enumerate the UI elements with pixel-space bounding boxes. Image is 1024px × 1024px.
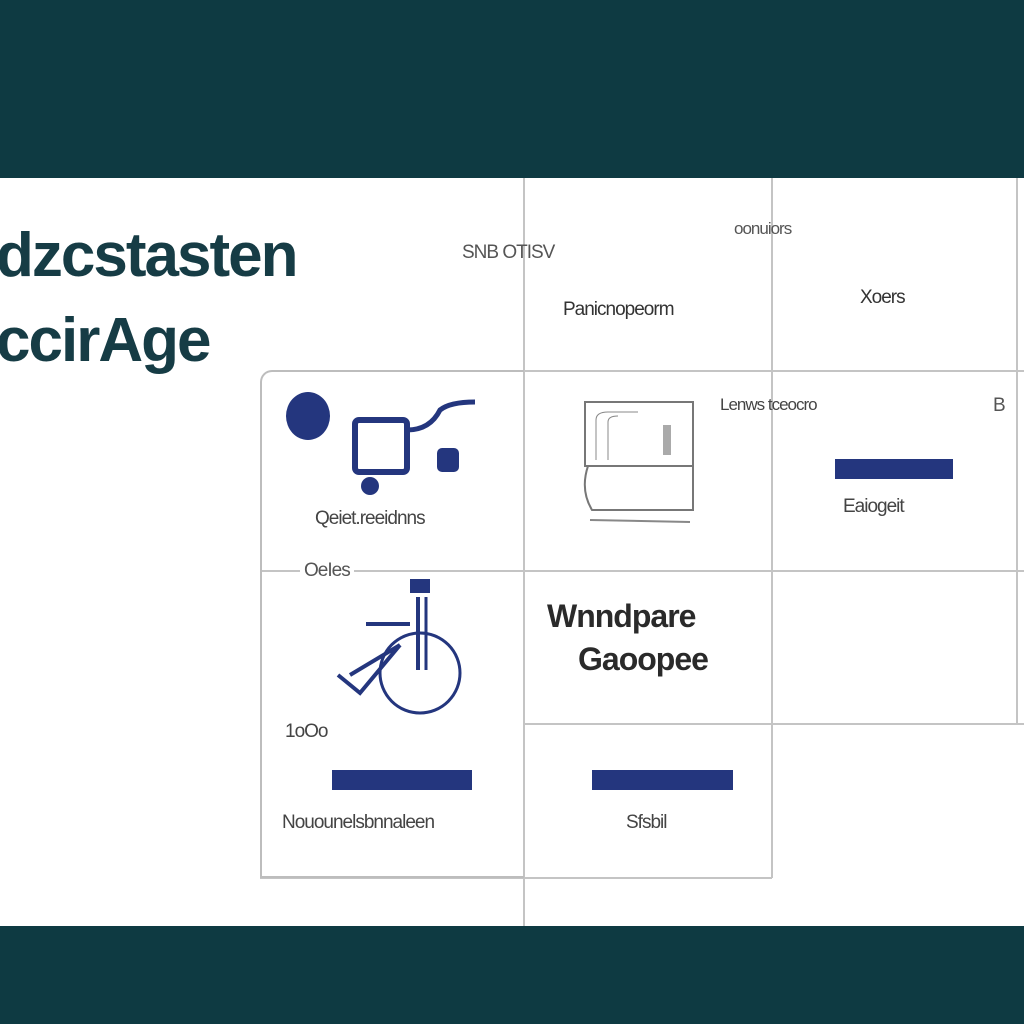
column-header: Xoers <box>860 287 906 308</box>
cell-label: Sfsbil <box>626 812 667 833</box>
cell-label: Qeiet.reeidnns <box>315 508 426 529</box>
grid-divider <box>260 877 772 879</box>
grid-divider <box>771 178 773 878</box>
grid-divider <box>260 570 1024 572</box>
grid-divider <box>524 723 1024 725</box>
cell-heading: Gaoopee <box>578 641 709 677</box>
devices-icon <box>286 392 476 495</box>
progress-bar <box>592 770 733 790</box>
grid-divider <box>523 178 525 926</box>
grid-divider <box>1016 178 1018 723</box>
column-header: SNB OTISV <box>462 242 555 263</box>
wheel-icon <box>336 579 462 715</box>
progress-bar <box>332 770 472 790</box>
appliance-icon <box>583 401 694 523</box>
cell-value: 1oOo <box>285 721 328 742</box>
cell-label: B <box>993 395 1006 416</box>
grid-divider <box>524 370 1024 372</box>
cell-label: Eaiogeit <box>843 496 905 517</box>
cell-heading: Wnndpare <box>547 598 696 634</box>
column-header: oonuiors <box>734 219 792 238</box>
cell-label: OeIes <box>300 560 354 582</box>
bottom-banner <box>0 926 1024 1024</box>
cell-label: Nouounelsbnnaleen <box>282 812 435 833</box>
column-header: Panicnopeorm <box>563 299 675 320</box>
progress-bar <box>835 459 953 479</box>
card-panel <box>260 370 524 878</box>
page-title-line1: dzcstasten <box>0 221 298 290</box>
top-banner <box>0 0 1024 178</box>
cell-label: Lenws tceocro <box>720 395 818 414</box>
page-title-line2: ccirAge <box>0 306 211 375</box>
